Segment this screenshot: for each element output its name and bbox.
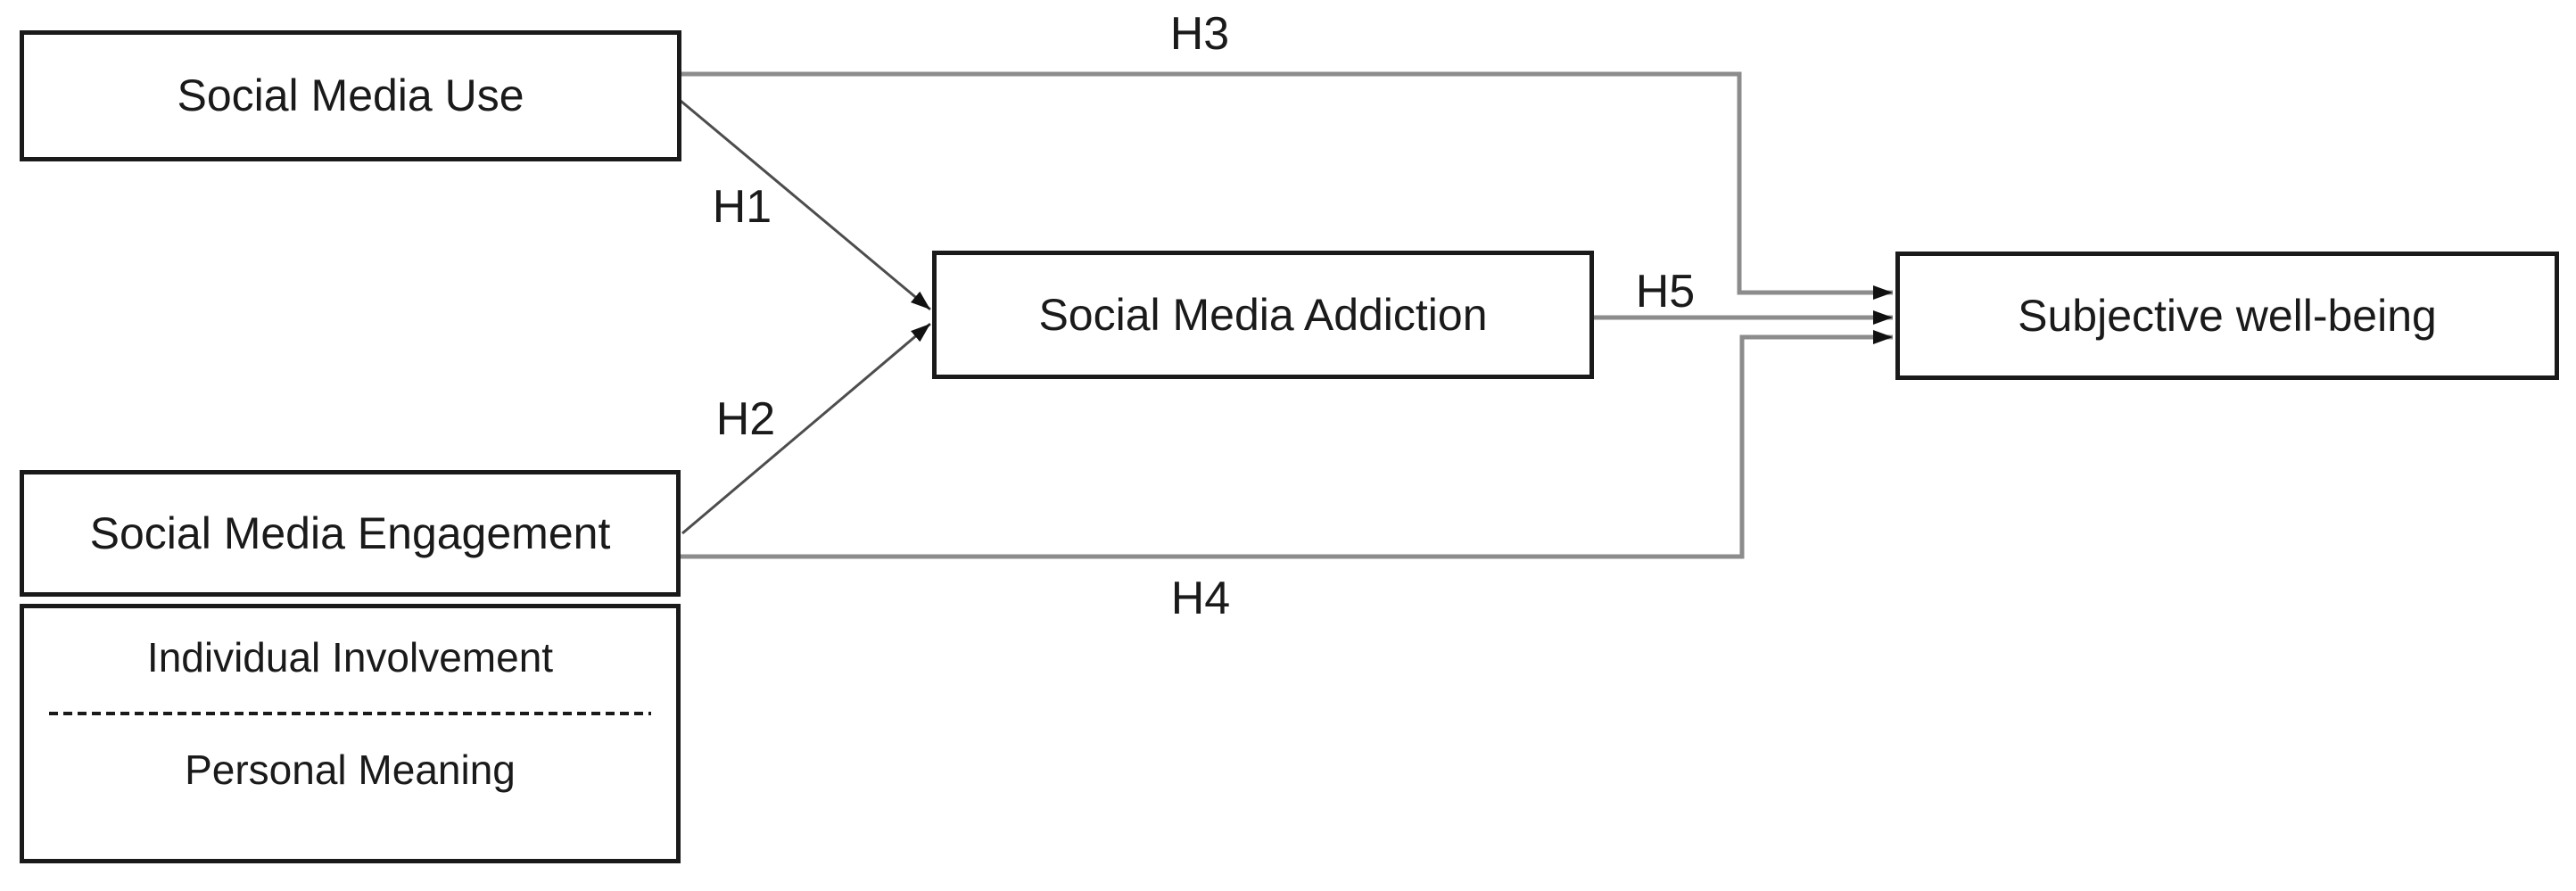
hypothesis-label-h3: H3 [1169, 8, 1230, 60]
node-social-media-use-label: Social Media Use [177, 70, 524, 120]
dashed-divider [49, 712, 651, 715]
h2-arrow-line [681, 322, 931, 535]
node-social-media-use: Social Media Use [20, 30, 681, 161]
node-social-media-addiction: Social Media Addiction [932, 251, 1594, 379]
dimension-individual-involvement: Individual Involvement [146, 633, 554, 681]
node-social-media-addiction-label: Social Media Addiction [1038, 289, 1488, 340]
h4-connector-line [680, 330, 1893, 559]
hypothesis-label-h1: H1 [712, 181, 772, 233]
dimension-personal-meaning: Personal Meaning [185, 746, 516, 793]
hypothesis-label-h4: H4 [1170, 573, 1231, 624]
node-social-media-engagement-label: Social Media Engagement [89, 507, 611, 558]
node-social-media-engagement: Social Media Engagement [20, 470, 681, 597]
node-subjective-well-being: Subjective well-being [1895, 252, 2559, 380]
node-engagement-dimensions: Individual Involvement Personal Meaning [20, 604, 681, 863]
hypothesis-label-h5: H5 [1635, 266, 1696, 318]
hypothesis-label-h2: H2 [715, 393, 776, 445]
h1-arrow-line [680, 99, 931, 311]
node-subjective-well-being-label: Subjective well-being [2018, 290, 2437, 341]
h3-connector-line [681, 71, 1893, 300]
